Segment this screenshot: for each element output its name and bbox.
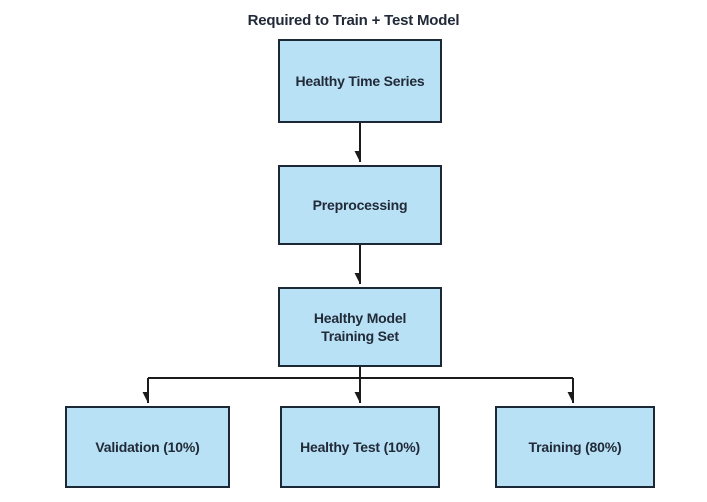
node-preprocessing: Preprocessing xyxy=(278,165,442,245)
node-label: Healthy Model Training Set xyxy=(313,309,407,344)
node-healthy-test: Healthy Test (10%) xyxy=(280,406,440,488)
node-label: Healthy Time Series xyxy=(295,72,425,89)
node-label: Healthy Test (10%) xyxy=(300,438,420,455)
node-training: Training (80%) xyxy=(495,406,655,488)
node-label: Preprocessing xyxy=(312,196,408,213)
node-healthy-time-series: Healthy Time Series xyxy=(278,39,442,123)
node-label: Validation (10%) xyxy=(95,438,200,455)
node-label: Training (80%) xyxy=(528,438,622,455)
node-validation: Validation (10%) xyxy=(65,406,230,488)
diagram-title: Required to Train + Test Model xyxy=(247,12,460,29)
node-healthy-model-training-set: Healthy Model Training Set xyxy=(278,287,442,367)
